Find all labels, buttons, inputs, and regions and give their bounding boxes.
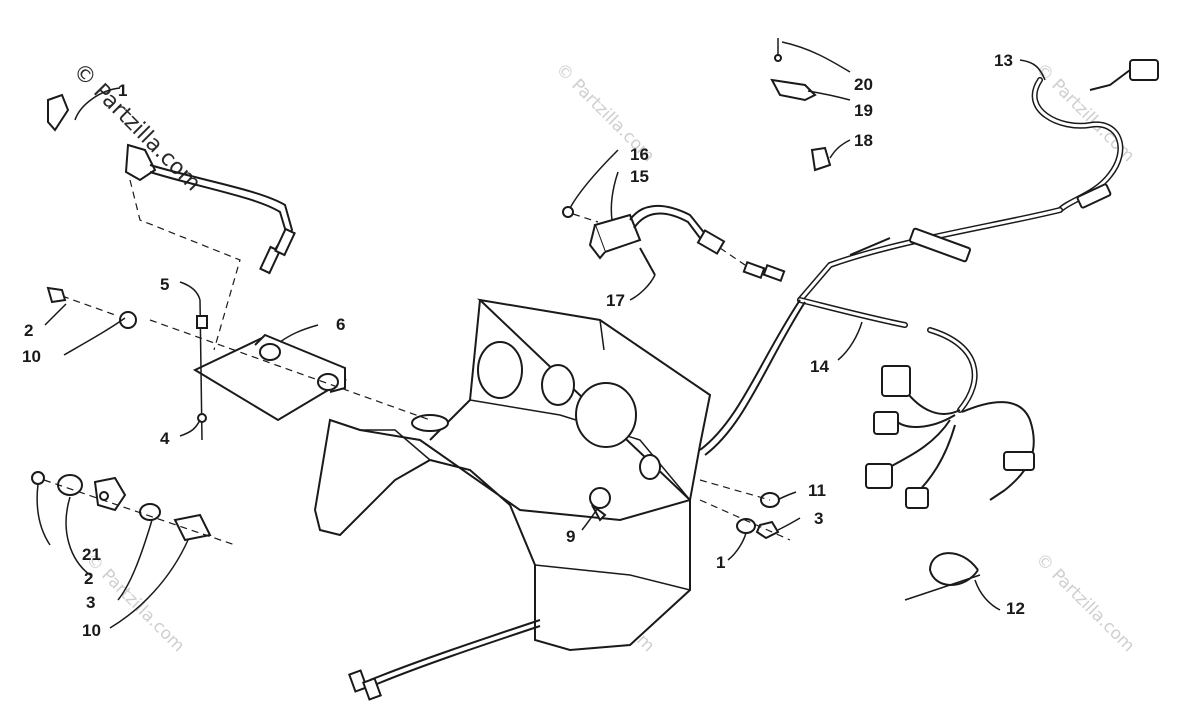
throttle-cable <box>47 93 296 351</box>
clamp-ring <box>904 552 981 601</box>
wiring-harness <box>699 59 1159 456</box>
callout-3: 3 <box>86 593 95 612</box>
callout-5: 5 <box>160 275 169 294</box>
callout-13: 13 <box>994 51 1013 70</box>
panel-lead-wire <box>348 619 541 701</box>
callout-15: 15 <box>630 167 649 186</box>
callout-6: 6 <box>336 315 345 334</box>
callout-18: 18 <box>854 131 873 150</box>
callout-9: 9 <box>566 527 575 546</box>
callout-1: 1 <box>118 81 127 100</box>
callout-12: 12 <box>1006 599 1025 618</box>
switch-assembly <box>562 204 746 276</box>
callout-14: 14 <box>810 357 829 376</box>
harness-branches <box>865 365 1035 509</box>
callout-2: 2 <box>24 321 33 340</box>
side-parts <box>589 479 791 541</box>
callout-10: 10 <box>82 621 101 640</box>
callout-2: 2 <box>84 569 93 588</box>
key-items <box>770 38 832 172</box>
callout-3: 3 <box>814 509 823 528</box>
callout-labels: 1 1 2 2 3 3 4 5 6 9 10 10 11 12 13 14 15… <box>22 51 1025 640</box>
callout-16: 16 <box>630 145 649 164</box>
callout-10: 10 <box>22 347 41 366</box>
callout-1: 1 <box>716 553 725 572</box>
watermark-faint: © Partzilla.com <box>81 549 188 656</box>
callout-19: 19 <box>854 101 873 120</box>
callout-17: 17 <box>606 291 625 310</box>
watermark-faint: © Partzilla.com <box>1031 549 1138 656</box>
callout-21: 21 <box>82 545 101 564</box>
callout-11: 11 <box>808 481 826 500</box>
dash-panel <box>313 298 712 652</box>
callout-20: 20 <box>854 75 873 94</box>
light-bracket <box>61 295 431 441</box>
leader-lines <box>36 41 1046 629</box>
callout-4: 4 <box>160 429 170 448</box>
